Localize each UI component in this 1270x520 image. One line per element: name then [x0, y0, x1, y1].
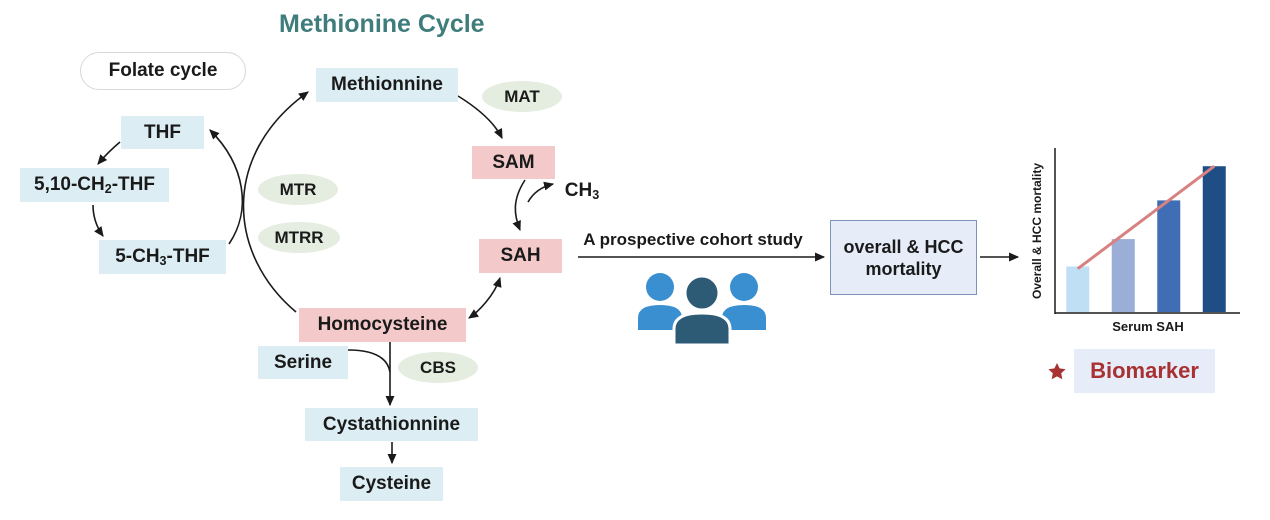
- folate-cycle-label: Folate cycle: [80, 52, 246, 90]
- chart-trend-line: [1076, 165, 1216, 270]
- people-icon: [638, 273, 766, 347]
- node-methionine: Methionnine: [316, 68, 458, 102]
- node-homocysteine: Homocysteine: [299, 308, 466, 342]
- node-cysteine: Cysteine: [340, 467, 443, 501]
- arrow-serine-join: [347, 349, 391, 373]
- star-icon: [1048, 363, 1066, 380]
- diagram-title: Methionine Cycle: [279, 10, 485, 38]
- enzyme-mtrr: MTRR: [258, 222, 340, 253]
- node-serine: Serine: [258, 346, 348, 379]
- chart-x-label: Serum SAH: [1112, 319, 1184, 334]
- outcome-box: overall & HCC mortality: [830, 220, 977, 295]
- node-thf: THF: [121, 116, 204, 149]
- node-sah: SAH: [479, 239, 562, 273]
- node-sam: SAM: [472, 146, 555, 179]
- enzyme-mtr: MTR: [258, 174, 338, 205]
- arrow-sam-to-sah: [512, 179, 526, 232]
- chart-bar-1: [1066, 266, 1090, 312]
- arrow-ch3thf-to-thf: [209, 129, 244, 245]
- node-cystathionine: Cystathionnine: [305, 408, 478, 441]
- chart-bar-2: [1111, 239, 1135, 312]
- chart-y-label: Overall & HCC mortality: [1030, 163, 1044, 299]
- biomarker-badge: Biomarker: [1074, 349, 1215, 393]
- arrow-sam-to-ch3: [527, 181, 555, 203]
- arrow-sah-homocysteine: [468, 276, 502, 319]
- study-label: A prospective cohort study: [583, 230, 803, 249]
- enzyme-cbs: CBS: [398, 352, 478, 383]
- arrow-homocysteine-to-methionine: [242, 91, 309, 313]
- enzyme-mat: MAT: [482, 81, 562, 112]
- chart-bar-4: [1202, 166, 1226, 312]
- arrow-thf-to-ch2thf: [97, 141, 121, 165]
- chart-bar-3: [1157, 200, 1181, 312]
- arrow-methionine-to-sam: [457, 95, 503, 140]
- arrow-ch2thf-to-ch3thf: [92, 204, 104, 237]
